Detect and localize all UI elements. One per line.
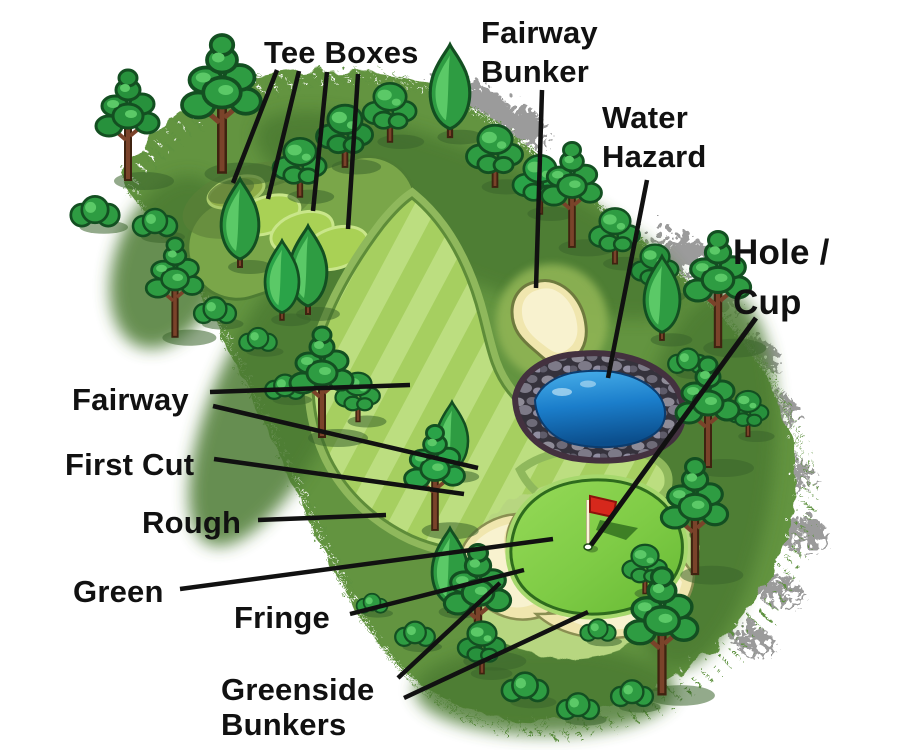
callout-line bbox=[403, 609, 589, 701]
callout-lines bbox=[179, 69, 759, 701]
callout-line bbox=[209, 382, 411, 395]
label-hole-cup: Hole / Cup bbox=[733, 228, 830, 327]
label-fairway-bunker-line1: Fairway bbox=[481, 15, 598, 50]
callout-line bbox=[310, 71, 330, 212]
callout-line bbox=[605, 179, 650, 379]
label-fringe: Fringe bbox=[234, 600, 330, 635]
callout-line bbox=[212, 403, 479, 471]
label-greenside-bunkers-line1: Greenside bbox=[221, 672, 375, 707]
label-greenside-bunkers-line2: Bunkers bbox=[221, 707, 347, 743]
callout-line bbox=[533, 89, 545, 289]
label-fairway: Fairway bbox=[72, 382, 189, 417]
label-tee-boxes: Tee Boxes bbox=[264, 35, 419, 70]
label-water-hazard: Water Hazard bbox=[602, 98, 707, 177]
label-water-hazard-line2: Hazard bbox=[602, 139, 707, 175]
callout-line bbox=[213, 456, 465, 497]
callout-line bbox=[257, 512, 387, 523]
bush bbox=[69, 195, 130, 236]
water-hazard bbox=[511, 350, 687, 464]
label-hole-cup-line2: Cup bbox=[733, 282, 802, 322]
callout-line bbox=[230, 69, 280, 184]
callout-line bbox=[345, 73, 361, 230]
label-fairway-bunker: Fairway Bunker bbox=[481, 13, 598, 92]
label-fairway-bunker-line2: Bunker bbox=[481, 54, 590, 90]
label-green: Green bbox=[73, 574, 164, 609]
hole-cup bbox=[583, 543, 593, 551]
label-greenside-bunkers: Greenside Bunkers bbox=[221, 672, 374, 743]
callout-line bbox=[265, 70, 302, 200]
label-water-hazard-line1: Water bbox=[602, 100, 688, 135]
label-rough: Rough bbox=[142, 505, 242, 540]
callout-line bbox=[349, 567, 525, 617]
callout-line bbox=[588, 316, 759, 547]
label-hole-cup-line1: Hole / bbox=[733, 233, 830, 272]
label-first-cut: First Cut bbox=[65, 447, 195, 482]
callout-line bbox=[396, 581, 502, 680]
callout-line bbox=[179, 536, 554, 592]
